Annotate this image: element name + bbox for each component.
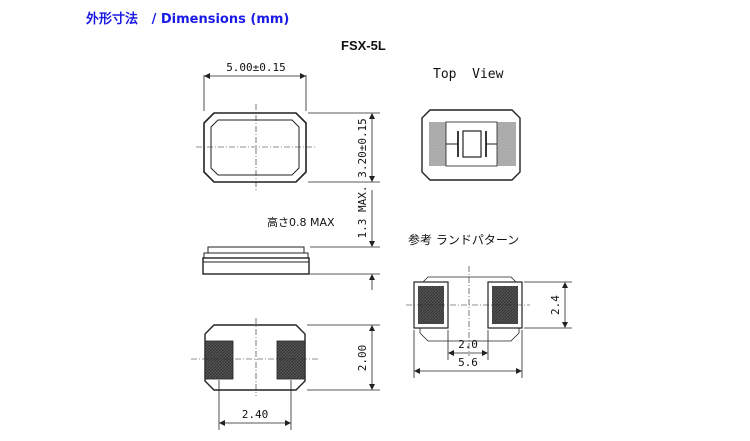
package-bottom-view bbox=[191, 318, 318, 396]
height-note: 高さ0.8 MAX bbox=[267, 215, 335, 229]
max-thickness-label: 1.3 MAX. bbox=[356, 186, 369, 239]
crystal-symbol bbox=[462, 130, 482, 158]
thickness-dimension bbox=[310, 190, 380, 290]
section-header: 外形寸法 / Dimensions (mm) bbox=[86, 8, 289, 27]
land-height-dimension bbox=[524, 281, 572, 329]
width-dimension bbox=[308, 112, 380, 183]
bottom-pad-left bbox=[204, 340, 234, 380]
header-title-jp: 外形寸法 bbox=[86, 12, 139, 27]
land-height-label: 2.4 bbox=[549, 295, 562, 315]
bottom-pad-right bbox=[276, 340, 306, 380]
land-pattern bbox=[406, 266, 530, 356]
length-label: 5.00±0.15 bbox=[226, 61, 286, 74]
package-side-view bbox=[202, 246, 310, 275]
model-name: FSX-5L bbox=[341, 38, 386, 53]
length-dimension bbox=[203, 73, 307, 111]
top-view-label: Top View bbox=[433, 67, 504, 82]
land-total-dimension bbox=[413, 330, 523, 378]
pad-height-label: 2.00 bbox=[356, 345, 369, 372]
header-title-en: / Dimensions (mm) bbox=[151, 12, 290, 27]
land-pattern-title: 参考 ランドパターン bbox=[408, 232, 519, 247]
pad-spacing-label: 2.40 bbox=[242, 408, 269, 421]
land-total-label: 5.6 bbox=[458, 356, 478, 369]
package-top-outline bbox=[196, 104, 316, 192]
pad-spacing-dimension bbox=[218, 380, 292, 430]
land-gap-label: 2.0 bbox=[458, 338, 478, 351]
land-gap-dimension bbox=[447, 330, 489, 360]
top-view-package bbox=[421, 109, 521, 181]
width-label: 3.20±0.15 bbox=[356, 118, 369, 178]
pad-height-dimension bbox=[307, 324, 380, 391]
